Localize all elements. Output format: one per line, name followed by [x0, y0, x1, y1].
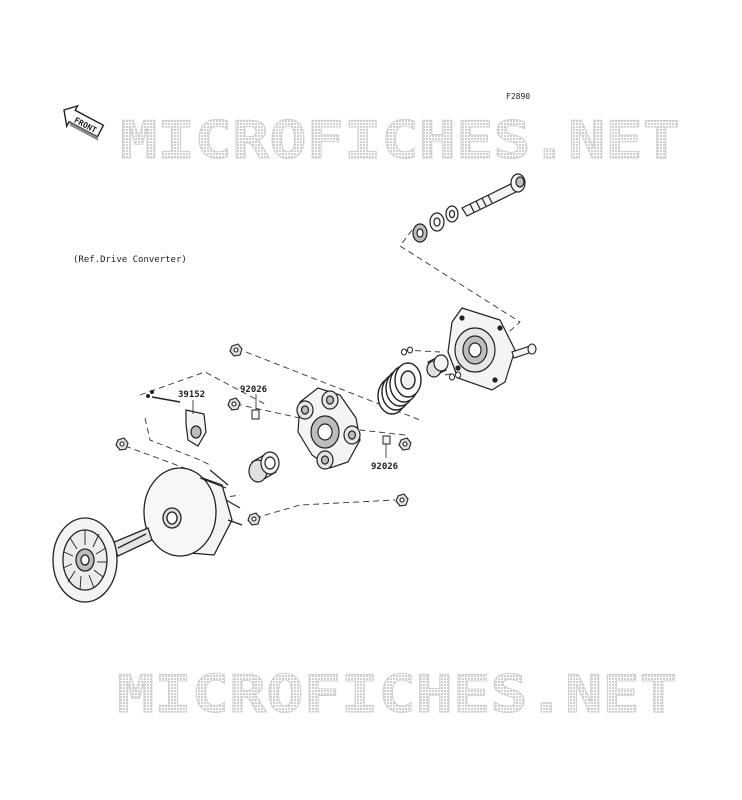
washer-set	[412, 205, 459, 243]
figure-code: F2890	[506, 92, 530, 101]
bolt-top	[461, 173, 526, 217]
watermark-top: MICROFICHES.NET	[120, 111, 680, 171]
cover-plate	[447, 307, 516, 391]
collar	[426, 354, 449, 378]
clips	[401, 346, 461, 381]
bolt-right	[511, 343, 537, 359]
movable-sheave	[143, 467, 243, 557]
part-label-39152: 39152	[178, 390, 205, 400]
bushing	[248, 451, 280, 483]
reference-note: (Ref.Drive Converter)	[73, 255, 187, 265]
weight-arm	[146, 390, 207, 447]
sleeve-right	[382, 435, 391, 445]
part-label-92026-left: 92026	[240, 385, 267, 395]
sleeve-left	[251, 409, 260, 420]
fixed-sheave	[52, 517, 153, 603]
part-label-92026-right: 92026	[371, 462, 398, 472]
spring	[377, 362, 422, 415]
watermark-bottom: MICROFICHES.NET	[117, 665, 677, 725]
front-arrow-icon: FRONT	[63, 104, 105, 141]
nuts	[115, 343, 412, 526]
spider-plate	[296, 387, 361, 470]
